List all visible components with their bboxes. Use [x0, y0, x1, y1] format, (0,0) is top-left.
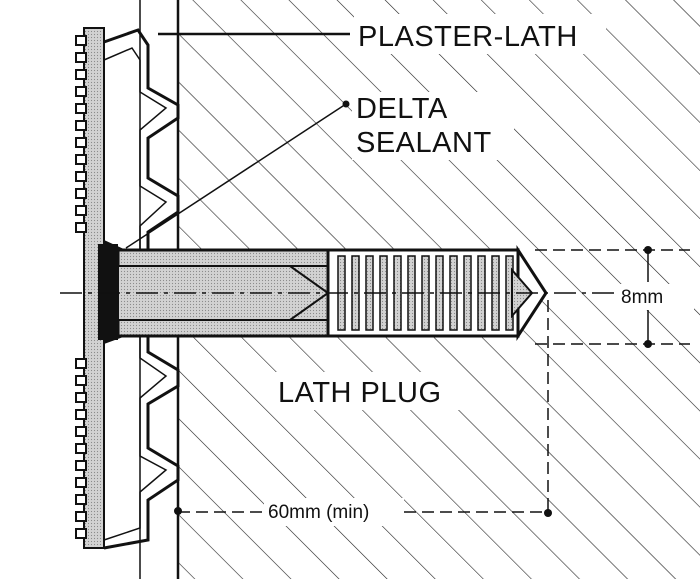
depth-label: 60mm (min) — [268, 502, 369, 523]
board-tooth — [75, 392, 87, 403]
board-tooth — [75, 205, 87, 216]
board-tooth — [75, 188, 87, 199]
board-tooth — [75, 528, 87, 539]
plaster-lath-membrane — [103, 28, 180, 255]
board-tooth — [75, 69, 87, 80]
diameter-label: 8mm — [621, 287, 663, 308]
depth-dimension — [178, 300, 549, 516]
board-tooth — [75, 86, 87, 97]
sealant-label: SEALANT — [356, 127, 492, 159]
delta-sealant-leader — [125, 103, 347, 249]
board-tooth — [75, 443, 87, 454]
board-tooth — [75, 120, 87, 131]
plaster-lath-membrane-lower — [103, 335, 180, 550]
board-tooth — [75, 426, 87, 437]
board-tooth — [75, 103, 87, 114]
plaster-lath-label: PLASTER-LATH — [358, 21, 578, 53]
membrane-inner-line — [103, 47, 168, 255]
delta-label: DELTA — [356, 93, 448, 125]
membrane-inner-line-lower — [103, 335, 168, 541]
board-tooth — [75, 222, 87, 233]
board-tooth — [75, 494, 87, 505]
lath-plug-label: LATH PLUG — [278, 377, 442, 409]
board-tooth — [75, 52, 87, 63]
plaster-board — [75, 27, 105, 549]
board-tooth — [75, 358, 87, 369]
board-tooth — [75, 460, 87, 471]
board-tooth — [75, 477, 87, 488]
board-tooth — [75, 171, 87, 182]
board-tooth — [75, 375, 87, 386]
diameter-dimension — [535, 249, 690, 345]
board-tooth — [75, 137, 87, 148]
board-tooth — [75, 409, 87, 420]
board-tooth — [75, 511, 87, 522]
board-tooth — [75, 154, 87, 165]
board-tooth — [75, 35, 87, 46]
